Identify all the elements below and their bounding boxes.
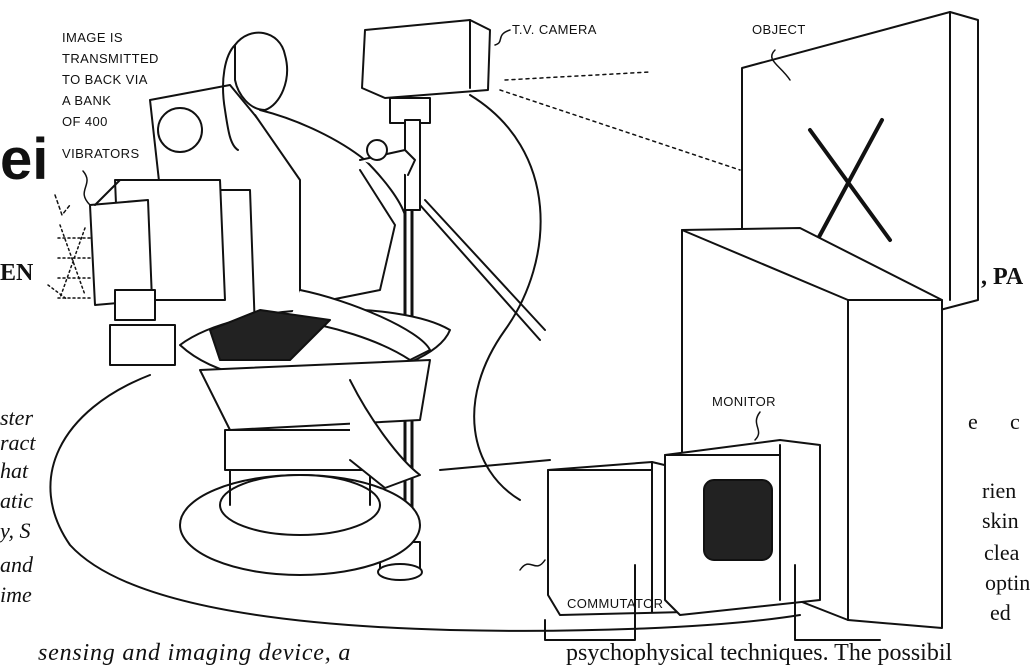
- monitor-screen: [704, 480, 772, 560]
- label-line: TO BACK VIA: [62, 72, 148, 88]
- label-line: IMAGE IS: [62, 30, 123, 46]
- camera-cable: [470, 95, 541, 500]
- label-line: OF 400: [62, 114, 108, 130]
- sight-lines: [500, 72, 740, 170]
- tv-camera: [362, 20, 490, 210]
- label-line: TRANSMITTED: [62, 51, 159, 67]
- monitor-box: [665, 440, 820, 615]
- commutator-label: COMMUTATOR: [567, 596, 663, 612]
- label-line: A BANK: [62, 93, 111, 109]
- transmitted-image: [48, 225, 92, 300]
- object-label: OBJECT: [752, 22, 806, 38]
- tv-camera-label: T.V. CAMERA: [512, 22, 597, 38]
- label-line: VIBRATORS: [62, 146, 140, 162]
- monitor-label: MONITOR: [712, 394, 776, 410]
